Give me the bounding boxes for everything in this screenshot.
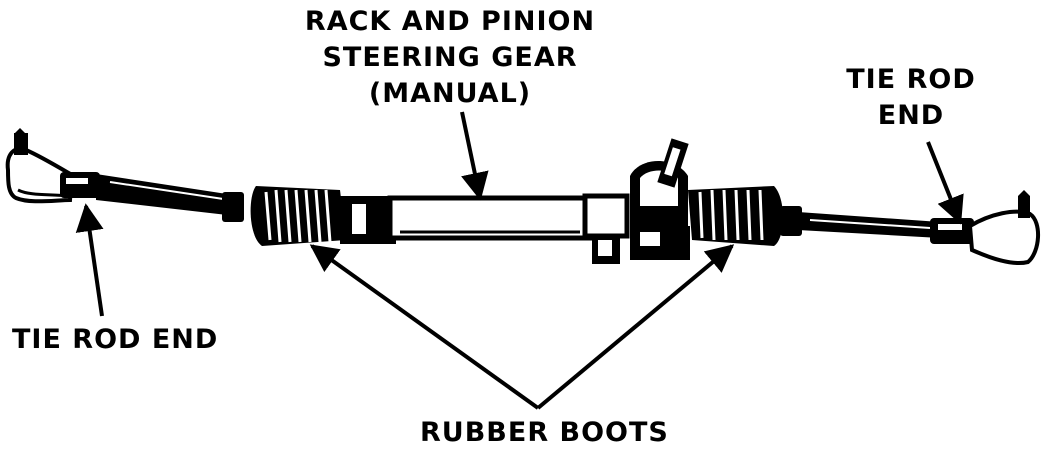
left-rubber-boot (250, 186, 346, 246)
label-rubber-boots: RUBBER BOOTS (420, 417, 669, 448)
left-tie-rod-end (5, 128, 100, 204)
right-tie-rod-end (930, 190, 1040, 265)
right-tie-rod (780, 206, 940, 238)
left-tie-rod (96, 174, 244, 222)
label-line: STEERING GEAR (322, 42, 578, 73)
pinion-housing (582, 138, 690, 264)
arrow-to-left-tie-rod-end (75, 203, 104, 317)
right-rubber-boot (688, 186, 783, 246)
rack-housing (340, 195, 593, 244)
arrow-to-right-tie-rod-end (926, 141, 964, 225)
label-line: (MANUAL) (368, 78, 532, 109)
arrow-to-rack-housing (460, 111, 489, 201)
label-line: RACK AND PINION (304, 6, 596, 37)
label-tie-rod-end-left: TIE ROD END (12, 324, 219, 355)
label-line: TIE ROD (846, 64, 976, 95)
label-line: END (877, 100, 945, 131)
leader-arrows (75, 111, 964, 410)
arrow-to-right-rubber-boot (536, 244, 735, 410)
label-rack-and-pinion-gear: RACK AND PINION STEERING GEAR (MANUAL) (290, 4, 610, 112)
label-tie-rod-end-right: TIE ROD END (846, 62, 976, 134)
arrow-to-left-rubber-boot (309, 244, 540, 410)
